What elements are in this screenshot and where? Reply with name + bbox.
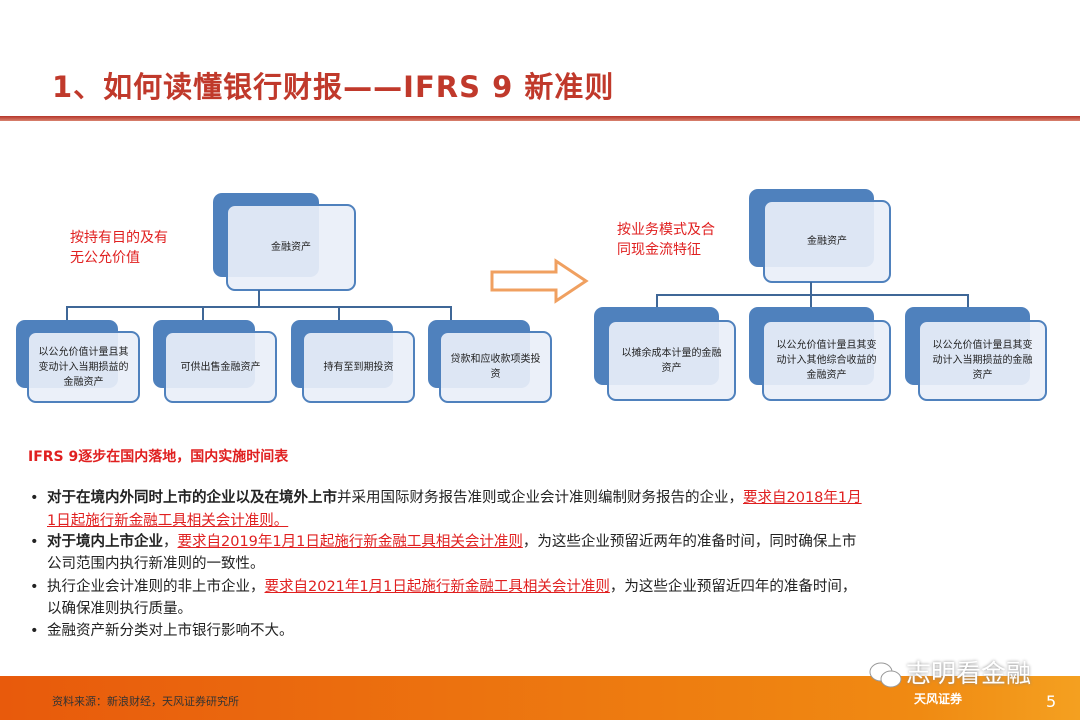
title-divider — [0, 116, 1080, 121]
plain-text: 金融资产新分类对上市银行影响不大。 — [47, 623, 294, 639]
highlight-text: 要求自2021年1月1日起施行新金融工具相关会计准则 — [264, 579, 610, 595]
note-line: 同现金流特征 — [617, 242, 701, 258]
connector — [450, 306, 452, 321]
plain-text: 以确保准则执行质量。 — [47, 601, 192, 617]
plain-text: 公司范围内执行新准则的一致性。 — [47, 556, 265, 572]
connector — [656, 294, 658, 308]
bold-text: 对于境内上市企业 — [47, 534, 163, 550]
wechat-icon — [869, 662, 902, 688]
bullet-dot: • — [30, 579, 39, 595]
right-root-node: 金融资产 — [763, 200, 891, 283]
right-tree-note: 按业务模式及合 同现金流特征 — [617, 220, 715, 260]
highlight-text: 1日起施行新金融工具相关会计准则。 — [47, 513, 289, 529]
left-child-node: 可供出售金融资产 — [164, 331, 277, 403]
source-note: 资料来源：新浪财经，天风证券研究所 — [52, 695, 239, 708]
note-line: 无公允价值 — [70, 250, 140, 266]
plain-text: ，为这些企业预留近四年的准备时间， — [609, 579, 857, 595]
connector — [810, 294, 812, 308]
bullet-dot: • — [30, 490, 39, 506]
connector — [202, 306, 204, 321]
right-child-node: 以公允价值计量且其变动计入当期损益的金融资产 — [918, 320, 1047, 401]
left-root-node: 金融资产 — [226, 204, 356, 291]
highlight-text: 要求自2018年1月 — [743, 490, 862, 506]
bullet-dot: • — [30, 534, 39, 550]
connector — [810, 282, 812, 296]
arrow-right-icon — [490, 258, 589, 304]
highlight-text: 要求自2019年1月1日起施行新金融工具相关会计准则 — [177, 534, 523, 550]
connector — [66, 306, 452, 308]
plain-text: ， — [163, 534, 178, 550]
connector — [66, 306, 68, 321]
connector — [967, 294, 969, 308]
connector — [656, 294, 969, 296]
bullet-dot: • — [30, 623, 39, 639]
left-tree-note: 按持有目的及有 无公允价值 — [70, 228, 168, 268]
page-title: 1、如何读懂银行财报——IFRS 9 新准则 — [52, 70, 615, 104]
left-child-node: 持有至到期投资 — [302, 331, 415, 403]
bold-text: 对于在境内外同时上市的企业以及在境外上市 — [47, 490, 337, 506]
connector — [258, 290, 260, 308]
right-child-node: 以公允价值计量且其变动计入其他综合收益的金融资产 — [762, 320, 891, 401]
watermark-text: 志明看金融 — [906, 659, 1032, 688]
plain-text: ，为这些企业预留近两年的准备时间，同时确保上市 — [522, 534, 857, 550]
left-child-node: 贷款和应收款项类投资 — [439, 331, 552, 403]
plain-text: 执行企业会计准则的非上市企业， — [47, 579, 265, 595]
company-logo: 天风证券 — [914, 692, 963, 706]
left-child-node: 以公允价值计量且其变动计入当期损益的金融资产 — [27, 331, 140, 403]
right-child-node: 以摊余成本计量的金融资产 — [607, 320, 736, 401]
note-line: 按业务模式及合 — [617, 222, 715, 238]
connector — [338, 306, 340, 321]
page-number: 5 — [1046, 692, 1057, 711]
section-title: IFRS 9逐步在国内落地，国内实施时间表 — [28, 449, 289, 465]
plain-text: 并采用国际财务报告准则或企业会计准则编制财务报告的企业， — [337, 490, 743, 506]
note-line: 按持有目的及有 — [70, 230, 168, 246]
